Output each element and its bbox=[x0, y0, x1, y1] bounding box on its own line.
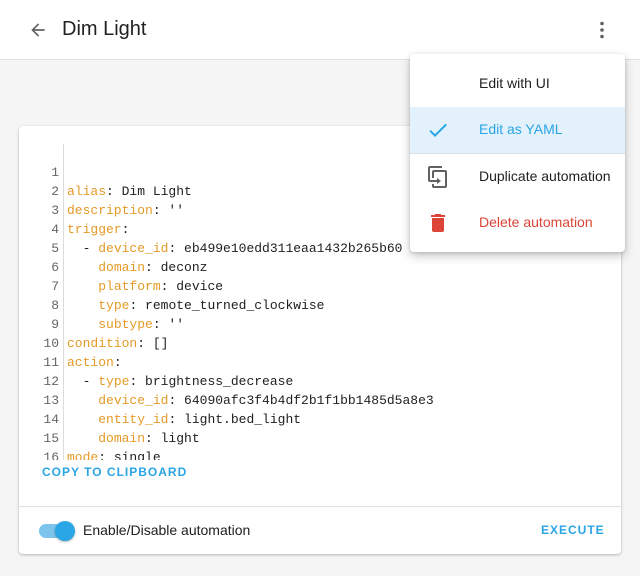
line-number: 5 bbox=[51, 241, 59, 256]
code-line: 5 domain: deconz bbox=[36, 220, 606, 275]
yaml-key: entity_id bbox=[98, 412, 169, 427]
menu-item-delete-automation[interactable]: Delete automation bbox=[410, 200, 625, 246]
menu-item-label: Delete automation bbox=[479, 214, 593, 230]
overflow-menu-button[interactable] bbox=[590, 18, 614, 42]
execute-button[interactable]: EXECUTE bbox=[541, 523, 605, 537]
line-number: 1 bbox=[51, 165, 59, 180]
yaml-key: trigger bbox=[67, 222, 122, 237]
yaml-key: mode bbox=[67, 450, 99, 460]
content-duplicate-icon bbox=[428, 166, 447, 188]
line-number: 8 bbox=[51, 298, 59, 313]
line-number: 15 bbox=[43, 431, 59, 446]
arrow-left-icon bbox=[31, 23, 45, 37]
line-number: 14 bbox=[43, 412, 59, 427]
yaml-value: : [] bbox=[137, 336, 169, 351]
code-line: 6 platform: device bbox=[36, 239, 606, 294]
card-divider bbox=[19, 506, 621, 507]
yaml-value: : brightness_decrease bbox=[129, 374, 294, 389]
back-button[interactable] bbox=[24, 16, 52, 44]
code-line: 3 trigger: bbox=[36, 182, 606, 237]
yaml-value: : Dim Light bbox=[106, 184, 192, 199]
yaml-value: : single bbox=[98, 450, 161, 460]
code-line: 1 alias: Dim Light bbox=[36, 144, 606, 199]
page-title: Dim Light bbox=[62, 18, 147, 40]
yaml-indent: - bbox=[67, 241, 99, 256]
enable-automation-toggle[interactable] bbox=[39, 521, 75, 541]
code-line: 11 - type: brightness_decrease bbox=[36, 334, 606, 389]
yaml-key: description bbox=[67, 203, 153, 218]
toggle-thumb bbox=[55, 521, 75, 541]
line-number: 10 bbox=[43, 336, 59, 351]
yaml-value: : '' bbox=[152, 317, 185, 332]
yaml-key: domain bbox=[98, 431, 146, 446]
yaml-value: : 64090afc3f4b4df2b1f1bb1485d5a8e3 bbox=[168, 393, 434, 408]
code-line: 15 mode: single bbox=[36, 410, 606, 460]
line-number: 16 bbox=[43, 450, 59, 460]
yaml-value: : bbox=[113, 355, 122, 370]
app-header: Dim Light bbox=[0, 0, 640, 60]
yaml-value: : deconz bbox=[145, 260, 208, 275]
delete-icon bbox=[431, 214, 445, 232]
line-number: 13 bbox=[43, 393, 59, 408]
yaml-key: alias bbox=[67, 184, 107, 199]
yaml-value: : '' bbox=[152, 203, 185, 218]
yaml-value: : remote_turned_clockwise bbox=[129, 298, 325, 313]
code-line: 13 entity_id: light.bed_light bbox=[36, 372, 606, 427]
gutter-divider bbox=[63, 144, 64, 460]
yaml-key: device_id bbox=[98, 241, 169, 256]
menu-item-label: Edit as YAML bbox=[479, 121, 563, 137]
line-number: 9 bbox=[51, 317, 59, 332]
code-line: 14 domain: light bbox=[36, 391, 606, 446]
yaml-value: : light bbox=[145, 431, 200, 446]
code-line: 8 subtype: '' bbox=[36, 277, 606, 332]
check-icon bbox=[429, 123, 447, 137]
yaml-key: type bbox=[98, 298, 130, 313]
yaml-key: domain bbox=[98, 260, 146, 275]
code-line: 4 - device_id: eb499e10edd311eaa1432b265… bbox=[36, 201, 606, 256]
line-number: 7 bbox=[51, 279, 59, 294]
code-line: 12 device_id: 64090afc3f4b4df2b1f1bb1485… bbox=[36, 353, 606, 408]
code-line: 2 description: '' bbox=[36, 163, 606, 218]
yaml-key: action bbox=[67, 355, 114, 370]
code-line: 7 type: remote_turned_clockwise bbox=[36, 258, 606, 313]
menu-item-duplicate-automation[interactable]: Duplicate automation bbox=[410, 154, 625, 200]
line-number: 11 bbox=[43, 355, 59, 370]
menu-item-label: Duplicate automation bbox=[479, 168, 611, 184]
yaml-key: platform bbox=[98, 279, 161, 294]
code-line: 10 action: bbox=[36, 315, 606, 370]
yaml-value: : eb499e10edd311eaa1432b265b60 bbox=[168, 241, 403, 256]
line-number: 2 bbox=[51, 184, 59, 199]
copy-to-clipboard-button[interactable]: COPY TO CLIPBOARD bbox=[42, 465, 188, 479]
code-line: 16 bbox=[36, 429, 606, 460]
yaml-key: type bbox=[98, 374, 130, 389]
yaml-value: : bbox=[121, 222, 130, 237]
menu-divider bbox=[410, 153, 625, 154]
line-number: 3 bbox=[51, 203, 59, 218]
menu-item-edit-with-ui[interactable]: Edit with UI bbox=[410, 61, 625, 107]
card-actions: Enable/Disable automation EXECUTE bbox=[19, 507, 621, 554]
line-number: 12 bbox=[43, 374, 59, 389]
yaml-indent: - bbox=[67, 374, 99, 389]
line-number: 6 bbox=[51, 260, 59, 275]
yaml-value: : device bbox=[160, 279, 224, 294]
toggle-label: Enable/Disable automation bbox=[83, 522, 251, 538]
dots-vertical-icon bbox=[600, 21, 604, 39]
yaml-key: condition bbox=[67, 336, 138, 351]
yaml-value: : light.bed_light bbox=[168, 412, 302, 427]
code-line: 9 condition: [] bbox=[36, 296, 606, 351]
menu-item-edit-as-yaml[interactable]: Edit as YAML bbox=[410, 107, 625, 153]
overflow-menu: Edit with UI Edit as YAML Duplicate auto… bbox=[410, 54, 625, 252]
code-editor[interactable]: 1 alias: Dim Light 2 description: '' 3 t… bbox=[36, 144, 606, 460]
menu-item-label: Edit with UI bbox=[479, 75, 550, 91]
line-number: 4 bbox=[51, 222, 59, 237]
yaml-key: subtype bbox=[98, 317, 153, 332]
yaml-key: device_id bbox=[98, 393, 169, 408]
